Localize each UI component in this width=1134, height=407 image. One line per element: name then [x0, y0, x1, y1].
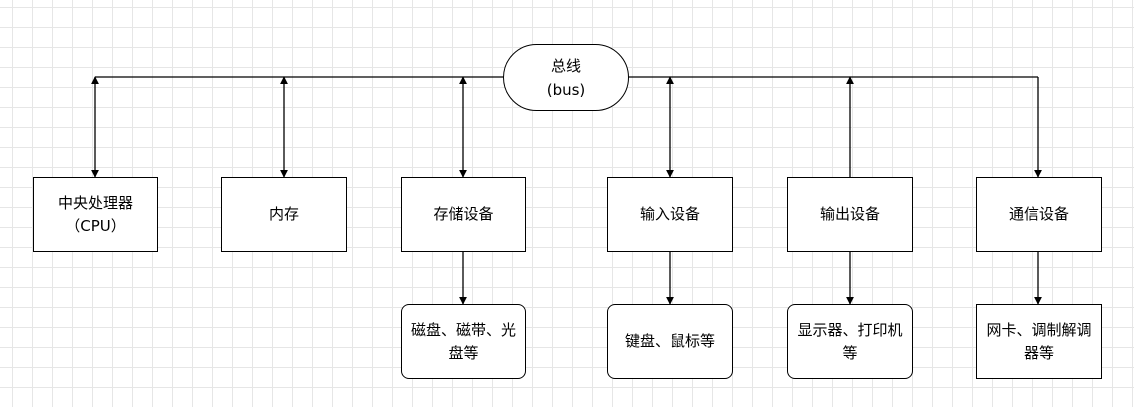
memory-node: 内存 [221, 177, 347, 252]
communication-examples-node: 网卡、调制解调 器等 [976, 304, 1102, 379]
cpu-node: 中央处理器 （CPU） [33, 177, 158, 252]
storage-examples-node: 磁盘、磁带、光 盘等 [401, 304, 526, 379]
input-device-node: 输入设备 [607, 177, 733, 252]
communication-device-node: 通信设备 [976, 177, 1102, 252]
output-examples-node: 显示器、打印机 等 [787, 304, 913, 379]
bus-node: 总线 (bus) [503, 44, 629, 111]
input-examples-node: 键盘、鼠标等 [607, 304, 733, 379]
output-device-node: 输出设备 [787, 177, 913, 252]
storage-device-node: 存储设备 [401, 177, 526, 252]
